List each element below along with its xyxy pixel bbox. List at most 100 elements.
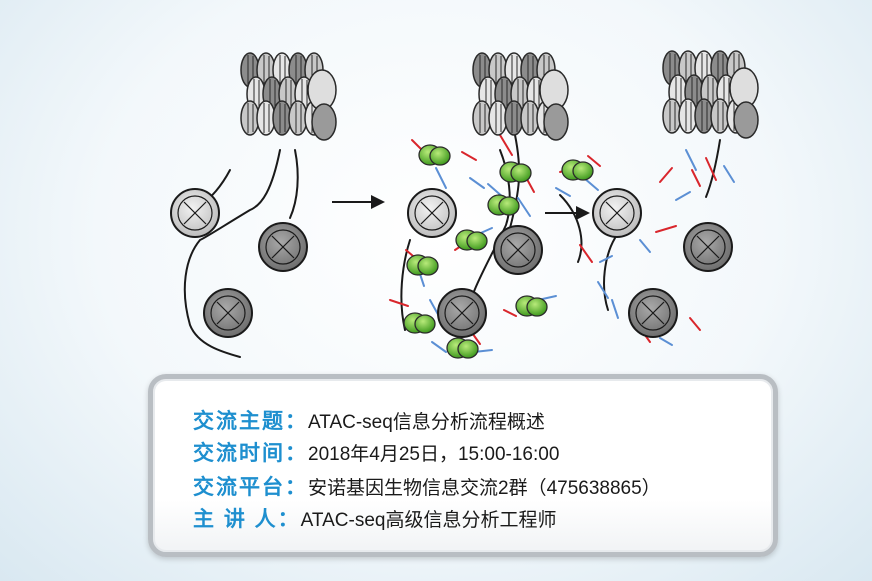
nucleosome-inner (414, 195, 450, 231)
info-panel: 交流主题：ATAC-seq信息分析流程概述 交流时间：2018年4月25日，15… (148, 374, 778, 557)
arrows (332, 195, 590, 220)
transposase-icon (487, 194, 520, 216)
chromatin-disk (311, 103, 337, 141)
adapter-blue (435, 167, 447, 189)
nucleosome-icon (437, 288, 487, 338)
topic-value: ATAC-seq信息分析流程概述 (308, 412, 545, 433)
nucleosome-icon (683, 222, 733, 272)
nucleosome-icon (592, 188, 642, 238)
nucleosome-inner (210, 295, 246, 331)
nucleosome-icon (493, 225, 543, 275)
adapter-blue (659, 337, 673, 346)
info-row-time: 交流时间：2018年4月25日，15:00-16:00 (193, 439, 559, 469)
adapter-blue (611, 299, 619, 319)
chromatin-disk (543, 103, 569, 141)
compact-chromatin-icon (472, 52, 569, 141)
nucleosome-inner (500, 232, 536, 268)
nucleosome-cross (216, 301, 240, 325)
adapter-blue (469, 177, 485, 189)
arrow-head (371, 195, 385, 209)
speaker-value: ATAC-seq高级信息分析工程师 (300, 510, 557, 531)
adapter-blue (723, 165, 735, 183)
transposase-icon (406, 254, 439, 276)
transposase-lobe (510, 163, 532, 183)
adapter-blue (685, 149, 697, 171)
nucleosome-cross (506, 238, 530, 262)
nucleosome-icon (170, 188, 220, 238)
nucleosome-inner (599, 195, 635, 231)
adapter-blue (639, 239, 651, 253)
info-row-platform: 交流平台：安诺基因生物信息交流2群（475638865） (193, 473, 661, 503)
adapter-red (579, 244, 593, 263)
dna-strand (183, 149, 281, 358)
transposase-lobe (429, 146, 451, 166)
info-row-speaker: 主 讲 人：ATAC-seq高级信息分析工程师 (193, 505, 557, 535)
transposase-lobe (498, 196, 520, 216)
transposase-lobe (414, 314, 436, 334)
time-value: 2018年4月25日，15:00-16:00 (308, 444, 560, 465)
compact-chromatin-icon (662, 50, 759, 139)
transposase-icon (455, 229, 488, 251)
nucleosome-inner (444, 295, 480, 331)
topic-label: 交流主题： (193, 410, 308, 433)
adapter-blue (675, 191, 691, 201)
adapter-red (659, 167, 673, 183)
transposase-icon (515, 295, 548, 317)
transposase-lobe (572, 161, 594, 181)
platform-label: 交流平台： (193, 476, 308, 499)
nucleosome-cross (183, 201, 207, 225)
nucleosome-cross (450, 301, 474, 325)
transposase-lobe (457, 339, 479, 359)
time-label: 交流时间： (193, 442, 308, 465)
transposase-icon (561, 159, 594, 181)
right-arrow-icon (332, 195, 385, 209)
nucleosome-cross (420, 201, 444, 225)
transposase-icon (403, 312, 436, 334)
right-arrow-icon (545, 206, 590, 220)
transposase-lobe (526, 297, 548, 317)
nucleosome-inner (635, 295, 671, 331)
adapter-red (389, 299, 409, 307)
dna-strand (559, 194, 583, 263)
nucleosome-cross (605, 201, 629, 225)
dna-strand (400, 239, 411, 331)
nucleosome-inner (690, 229, 726, 265)
adapter-blue (599, 255, 613, 263)
nucleosomes (170, 188, 733, 338)
nucleosome-cross (641, 301, 665, 325)
compact-chromatin-icon (240, 52, 337, 141)
adapter-red (503, 309, 517, 317)
dna-strand (603, 237, 616, 311)
adapter-red (705, 157, 717, 181)
info-row-topic: 交流主题：ATAC-seq信息分析流程概述 (193, 407, 545, 437)
adapter-red (499, 134, 513, 156)
atac-seq-diagram (170, 50, 759, 359)
adapter-blue (597, 281, 609, 299)
adapter-red (691, 169, 701, 187)
adapter-blue (555, 187, 571, 197)
nucleosome-icon (203, 288, 253, 338)
arrow-head (576, 206, 590, 220)
adapter-red (655, 225, 677, 233)
nucleosome-cross (271, 235, 295, 259)
adapter-blue (431, 341, 447, 353)
adapter-red (689, 317, 701, 331)
nucleosome-inner (265, 229, 301, 265)
speaker-label: 主 讲 人： (193, 508, 301, 531)
nucleosome-inner (177, 195, 213, 231)
dna-strand (705, 139, 721, 198)
transposase-icon (446, 337, 479, 359)
adapter-red (587, 155, 601, 167)
adapter-blue (517, 197, 531, 217)
nucleosome-icon (407, 188, 457, 238)
chromatin-disk (733, 101, 759, 139)
nucleosome-icon (628, 288, 678, 338)
compact-chromatin-clusters (240, 50, 759, 141)
transposases (403, 144, 594, 359)
transposase-icon (499, 161, 532, 183)
nucleosome-cross (696, 235, 720, 259)
platform-value: 安诺基因生物信息交流2群（475638865） (308, 478, 661, 499)
nucleosome-icon (258, 222, 308, 272)
adapter-red (461, 151, 477, 161)
transposase-lobe (417, 256, 439, 276)
